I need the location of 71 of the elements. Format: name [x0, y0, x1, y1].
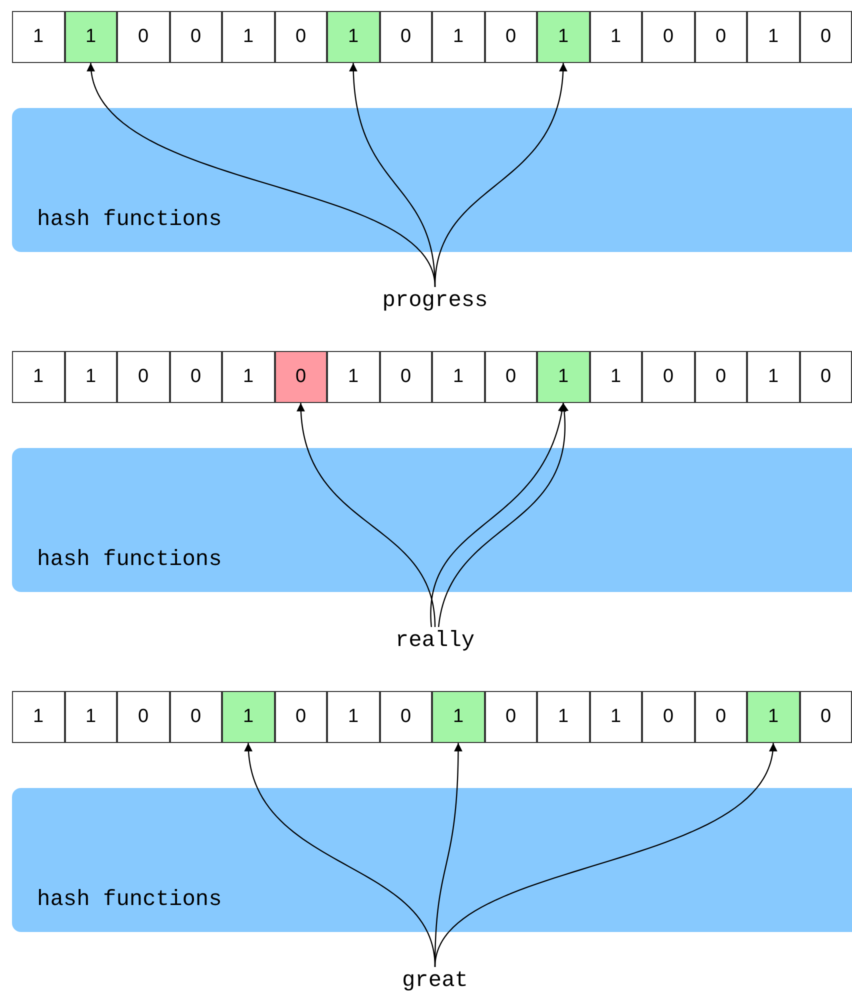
hash-functions-band [12, 108, 852, 252]
bit-cell: 0 [694, 351, 747, 403]
bit-cell: 0 [170, 11, 222, 63]
bit-cell: 0 [274, 351, 327, 403]
arrow [296, 403, 308, 448]
band-label: hash functions [37, 886, 222, 914]
connector-line [434, 932, 450, 968]
bit-cell: 0 [117, 351, 170, 403]
arrow [560, 402, 569, 448]
bit-cell: 0 [642, 351, 694, 403]
bit-cell: 0 [800, 691, 852, 743]
bit-cell: 1 [432, 11, 484, 63]
bit-cell: 1 [64, 11, 117, 63]
arrow [756, 743, 778, 788]
bit-cell: 0 [694, 11, 747, 63]
bit-cell: 1 [590, 351, 642, 403]
input-word: progress [335, 287, 535, 313]
bit-cell: 1 [590, 11, 642, 63]
bit-cell: 0 [642, 691, 694, 743]
hash-functions-band [12, 448, 852, 592]
connector-line [428, 592, 436, 627]
arrow [556, 63, 568, 108]
bit-cell: 1 [537, 351, 590, 403]
bit-cell: 0 [274, 691, 327, 743]
bit-cell: 1 [222, 11, 274, 63]
hash-functions-band [12, 788, 852, 932]
bit-cell: 1 [432, 691, 484, 743]
bit-cell: 0 [380, 351, 432, 403]
bit-cell: 0 [800, 11, 852, 63]
arrow [454, 743, 462, 788]
bit-cell: 1 [327, 11, 380, 63]
arrow [349, 63, 358, 108]
bit-cell: 1 [537, 11, 590, 63]
arrow [244, 743, 258, 788]
input-word: really [335, 627, 535, 653]
bit-cell: 0 [800, 351, 852, 403]
connector-line [438, 592, 448, 628]
bit-cell: 0 [170, 351, 222, 403]
bit-cell: 1 [12, 691, 64, 743]
bit-cell: 1 [327, 351, 380, 403]
band-label: hash functions [37, 546, 222, 574]
arrow [86, 63, 108, 108]
input-word: great [335, 967, 535, 993]
bit-cell: 1 [537, 691, 590, 743]
bit-cell: 0 [117, 691, 170, 743]
bit-cell: 1 [432, 351, 484, 403]
bit-cell: 1 [747, 691, 800, 743]
bit-cell: 0 [484, 691, 537, 743]
band-label: hash functions [37, 206, 222, 234]
bit-cell: 1 [590, 691, 642, 743]
arrow [550, 402, 566, 448]
bit-cell: 0 [380, 11, 432, 63]
bit-cell: 0 [484, 351, 537, 403]
bit-cell: 1 [64, 691, 117, 743]
bit-cell: 0 [170, 691, 222, 743]
bit-cell: 0 [380, 691, 432, 743]
bit-cell: 1 [327, 691, 380, 743]
bit-cell: 1 [747, 351, 800, 403]
bit-cell: 1 [12, 11, 64, 63]
bit-cell: 0 [694, 691, 747, 743]
bit-cell: 1 [747, 11, 800, 63]
connector-line [434, 252, 441, 287]
bit-cell: 0 [484, 11, 537, 63]
bit-cell: 0 [117, 11, 170, 63]
bit-cell: 0 [642, 11, 694, 63]
bit-cell: 0 [274, 11, 327, 63]
bit-cell: 1 [222, 691, 274, 743]
connector-line [430, 592, 434, 628]
bit-cell: 1 [222, 351, 274, 403]
bit-cell: 1 [64, 351, 117, 403]
bit-cell: 1 [12, 351, 64, 403]
